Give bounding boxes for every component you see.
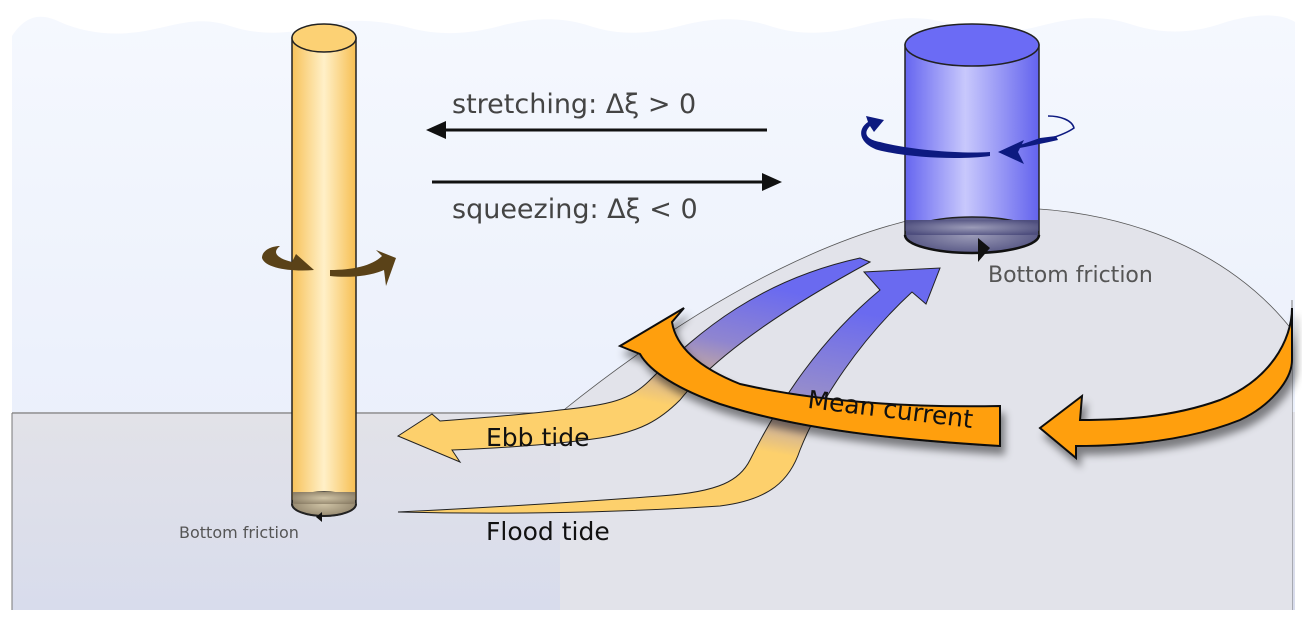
short-rotation-arrow-icon xyxy=(861,115,1075,164)
tall-column-top xyxy=(291,23,357,53)
arrow-left-icon xyxy=(426,121,446,139)
short-column-top xyxy=(904,23,1040,67)
squeezing-label: squeezing: Δξ < 0 xyxy=(452,194,698,225)
flood-tide-arrow xyxy=(397,267,941,514)
bottom-friction-label-left: Bottom friction xyxy=(179,523,299,542)
short-water-column xyxy=(903,23,1041,262)
flood-tide-label: Flood tide xyxy=(486,517,610,546)
tall-water-column xyxy=(291,23,357,522)
ebb-tide-label: Ebb tide xyxy=(486,423,589,452)
bottom-friction-label-right: Bottom friction xyxy=(988,263,1153,288)
tall-rotation-arrow-icon xyxy=(262,246,396,286)
mean-current-incoming-arrow xyxy=(1038,307,1293,461)
arrow-right-icon xyxy=(762,173,782,191)
short-friction-arrow-icon xyxy=(978,238,990,262)
stretching-label: stretching: Δξ > 0 xyxy=(452,89,696,120)
stretching-arrow xyxy=(426,121,767,139)
tall-friction-arrow-icon xyxy=(316,512,322,522)
squeezing-arrow xyxy=(432,173,782,191)
mean-current-arrow xyxy=(617,307,1001,448)
